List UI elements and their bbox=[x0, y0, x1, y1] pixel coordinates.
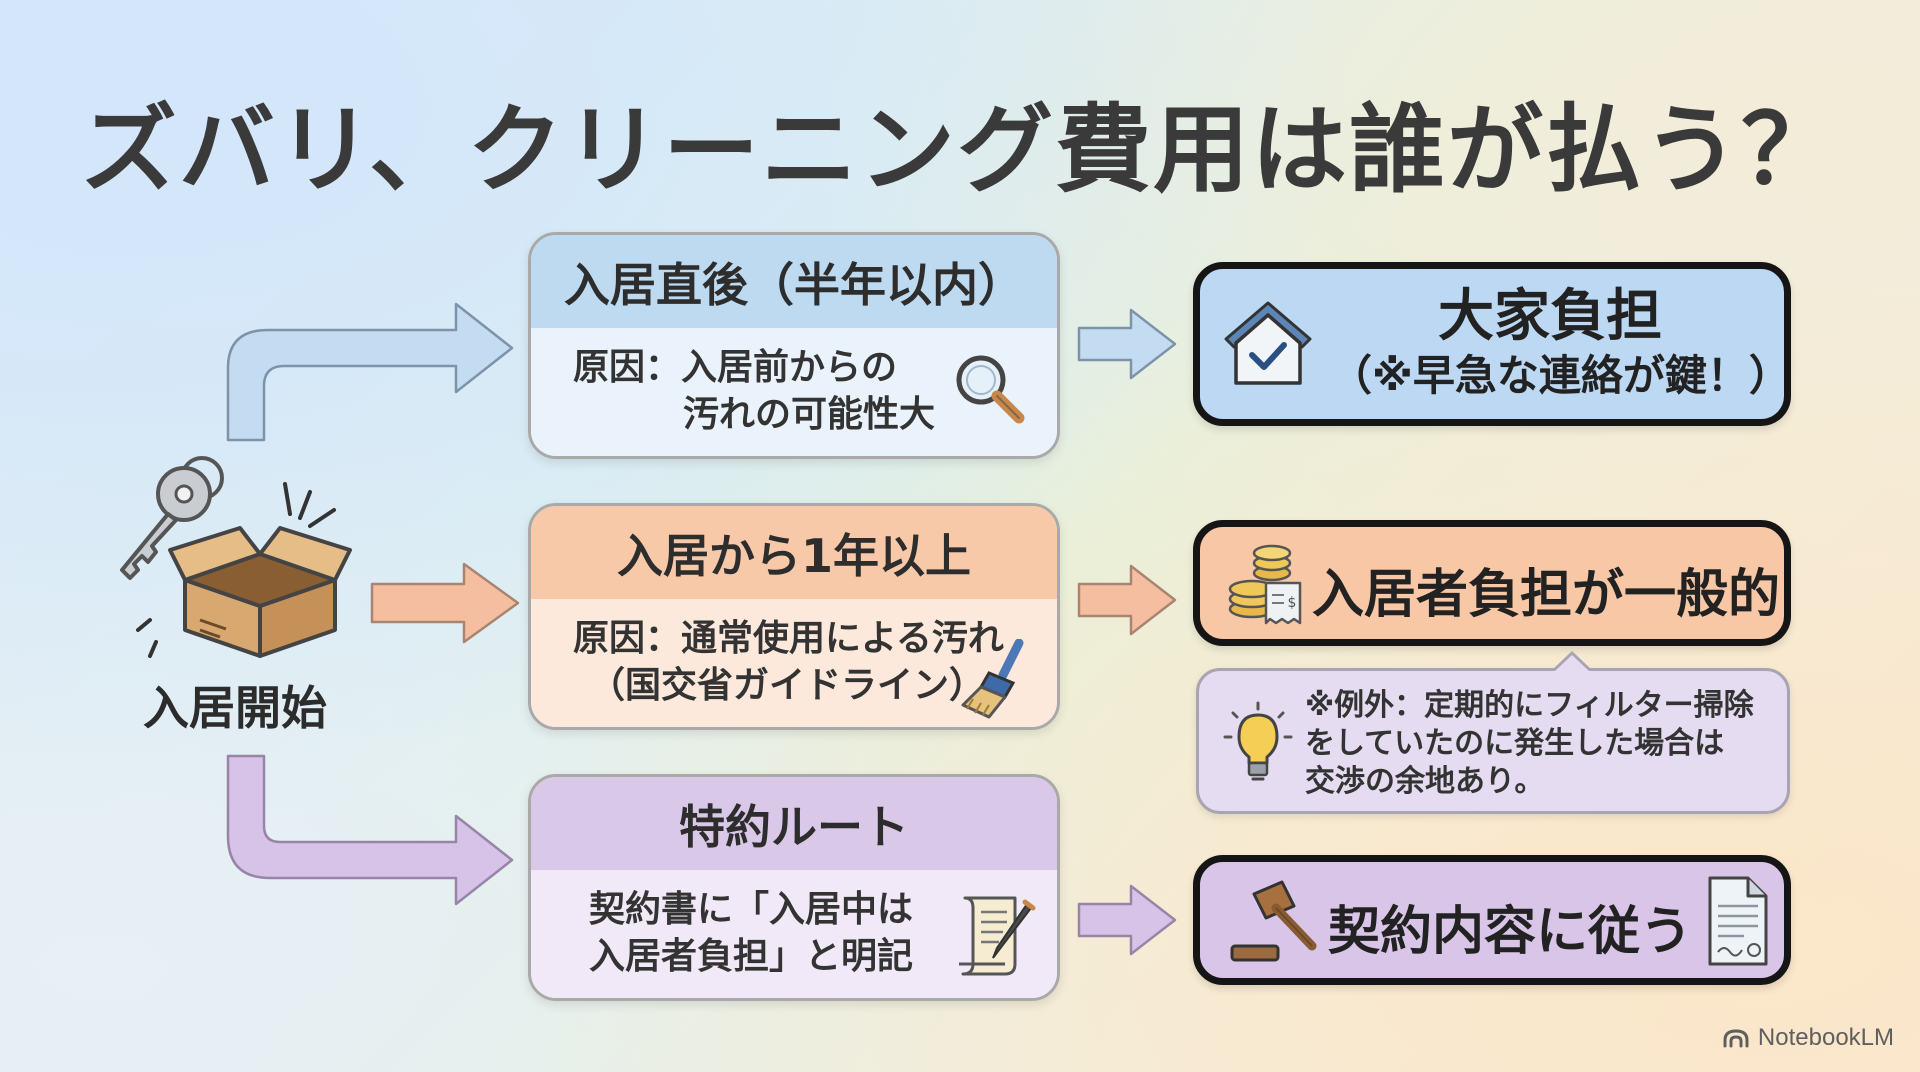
branch-body-line: 汚れの可能性大 bbox=[683, 394, 936, 435]
branch-body: 契約書に「入居中は 入居者負担」と明記 bbox=[531, 870, 1057, 998]
branch-box-immediate: 入居直後（半年以内） 原因：入居前からの 汚れの可能性大 bbox=[528, 232, 1060, 459]
brand-label: NotebookLM bbox=[1757, 1024, 1894, 1051]
branch-heading: 入居から1年以上 bbox=[531, 506, 1057, 599]
start-label: 入居開始 bbox=[143, 681, 327, 735]
box-icon bbox=[136, 482, 352, 658]
result-text: 入居者負担が一般的 bbox=[1312, 565, 1781, 625]
result-text: 契約内容に従う bbox=[1328, 902, 1693, 962]
branch-body-line: （国交省ガイドライン） bbox=[589, 665, 986, 706]
branch-body-line: 契約書に「入居中は bbox=[589, 889, 914, 930]
result-text: 大家負担 （※早急な連絡が鍵！） bbox=[1330, 284, 1791, 403]
arrow-to-branch-1 bbox=[226, 302, 514, 442]
arrow-to-branch-2 bbox=[370, 562, 520, 644]
result-tenant-pays: $ 入居者負担が一般的 bbox=[1193, 520, 1791, 646]
magnifier-icon bbox=[956, 355, 1025, 424]
house-check-icon bbox=[1224, 301, 1312, 385]
result-follow-contract: 契約内容に従う bbox=[1193, 855, 1791, 985]
document-icon bbox=[1708, 876, 1768, 966]
lightbulb-icon bbox=[1223, 701, 1293, 781]
notebooklm-logo-icon bbox=[1723, 1029, 1749, 1048]
branch-body-line: 原因：通常使用による汚れ bbox=[573, 618, 1004, 659]
scroll-pen-icon bbox=[959, 896, 1036, 976]
result-landlord-pays: 大家負担 （※早急な連絡が鍵！） bbox=[1193, 262, 1791, 426]
coins-receipt-icon: $ bbox=[1228, 544, 1302, 625]
note-line: 交渉の余地あり。 bbox=[1305, 764, 1545, 799]
branch-body-line: 原因：入居前からの bbox=[573, 347, 898, 388]
branch-body: 原因：通常使用による汚れ （国交省ガイドライン） bbox=[531, 599, 1057, 727]
page-title: ズバリ、クリーニング費用は誰が払う？ bbox=[80, 94, 1840, 206]
arrow-to-result-1 bbox=[1077, 308, 1177, 380]
note-line: ※例外：定期的にフィルター掃除 bbox=[1305, 688, 1754, 723]
arrow-to-result-3 bbox=[1077, 884, 1177, 956]
branch-body: 原因：入居前からの 汚れの可能性大 bbox=[531, 328, 1057, 456]
gavel-icon bbox=[1230, 880, 1317, 962]
brand-watermark: NotebookLM bbox=[1722, 1024, 1894, 1052]
arrow-to-result-2 bbox=[1077, 564, 1177, 636]
branch-body-line: 入居者負担」と明記 bbox=[589, 936, 914, 977]
arrow-to-branch-3 bbox=[226, 754, 514, 906]
note-text: ※例外：定期的にフィルター掃除 をしていたのに発生した場合は 交渉の余地あり。 bbox=[1305, 687, 1775, 801]
result-line: 大家負担 bbox=[1438, 284, 1662, 349]
note-pointer-inner bbox=[1555, 655, 1589, 671]
branch-box-special-clause: 特約ルート 契約書に「入居中は 入居者負担」と明記 bbox=[528, 774, 1060, 1001]
branch-heading: 入居直後（半年以内） bbox=[531, 235, 1057, 328]
svg-text:$: $ bbox=[1288, 595, 1297, 611]
branch-heading: 特約ルート bbox=[531, 777, 1057, 870]
broom-icon bbox=[961, 639, 1024, 719]
key-icon bbox=[120, 456, 224, 580]
branch-box-over-one-year: 入居から1年以上 原因：通常使用による汚れ （国交省ガイドライン） bbox=[528, 503, 1060, 730]
result-line: （※早急な連絡が鍵！） bbox=[1330, 351, 1791, 400]
exception-note: ※例外：定期的にフィルター掃除 をしていたのに発生した場合は 交渉の余地あり。 bbox=[1196, 668, 1790, 814]
note-line: をしていたのに発生した場合は bbox=[1305, 726, 1725, 761]
